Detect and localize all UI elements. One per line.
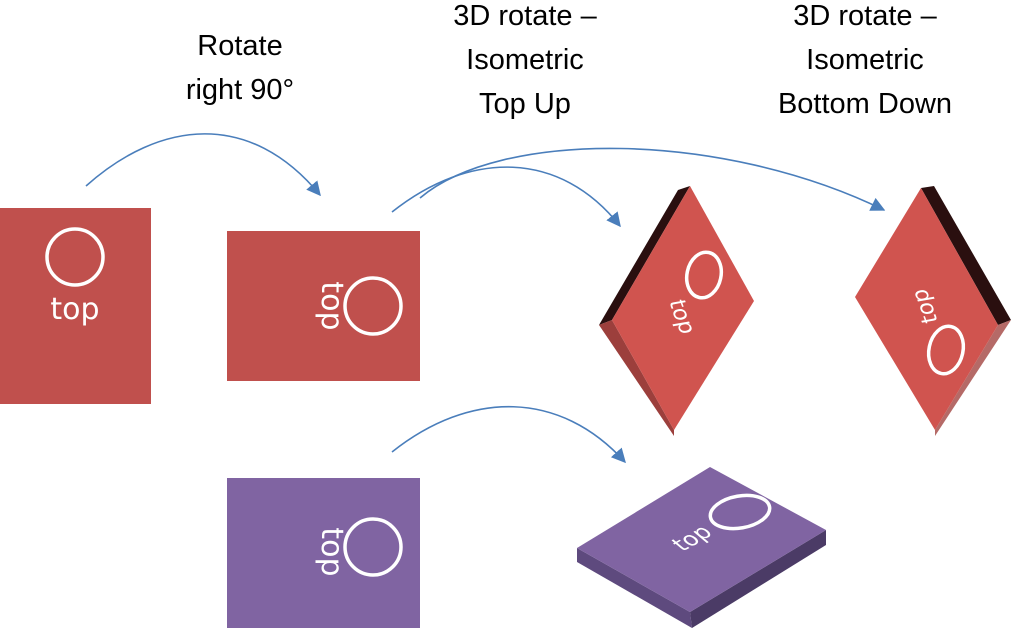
rotated-purple-circle-icon (343, 517, 403, 577)
iso-bottom-down-slab: top (855, 186, 1011, 436)
iso-purple-face (577, 467, 826, 612)
rotated-purple-face (227, 478, 420, 628)
rotated-red-rectangle: top (227, 231, 420, 381)
arrow-iso-top-up (391, 166, 621, 228)
rotated-circle-icon (343, 276, 403, 336)
caption-iso-bottom-down-line-1: 3D rotate – (793, 0, 937, 32)
iso-bottom-down-circle-icon (926, 324, 966, 376)
original-red-face (0, 208, 151, 404)
iso-purple-left-side (577, 548, 692, 628)
iso-top-up-circle-icon (684, 250, 724, 300)
caption-iso-top-up-line-2: Isometric (466, 44, 584, 76)
original-red-rectangle: top (0, 208, 151, 404)
arrow-iso-purple (391, 405, 626, 464)
caption-rotate-right-line-1: Rotate (197, 30, 283, 62)
caption-iso-top-up-line-3: Top Up (479, 88, 571, 120)
iso-top-up-slab: top (599, 186, 754, 436)
iso-top-up-side-edge (599, 320, 674, 436)
iso-bottom-down-side-edge (935, 320, 1011, 436)
arrow-rotate-right (85, 133, 321, 197)
iso-top-up-dark-edge (599, 186, 690, 325)
iso-bottom-down-dark-edge (921, 186, 1011, 325)
rotated-purple-rectangle: top (227, 478, 420, 628)
iso-purple-slab: top (577, 467, 826, 628)
original-top-label: top (50, 292, 99, 327)
iso-top-up-face (612, 186, 754, 430)
caption-iso-bottom-down: 3D rotate – Isometric Bottom Down (745, 0, 985, 126)
rotated-red-face (227, 231, 420, 381)
iso-purple-circle-icon (708, 493, 772, 531)
caption-iso-top-up: 3D rotate – Isometric Top Up (425, 0, 625, 126)
original-circle-icon (45, 227, 105, 287)
caption-iso-bottom-down-line-2: Isometric (806, 44, 924, 76)
caption-rotate-right: Rotate right 90° (160, 24, 320, 112)
caption-iso-bottom-down-line-3: Bottom Down (777, 88, 953, 120)
rotated-top-label: top (314, 281, 349, 330)
iso-bottom-down-face (855, 188, 998, 430)
rotated-purple-top-label: top (314, 527, 349, 576)
caption-iso-top-up-line-1: 3D rotate – (453, 0, 597, 32)
iso-purple-right-side (690, 530, 826, 628)
arrow-iso-bottom-down (419, 147, 886, 211)
caption-rotate-right-line-2: right 90° (185, 74, 295, 106)
